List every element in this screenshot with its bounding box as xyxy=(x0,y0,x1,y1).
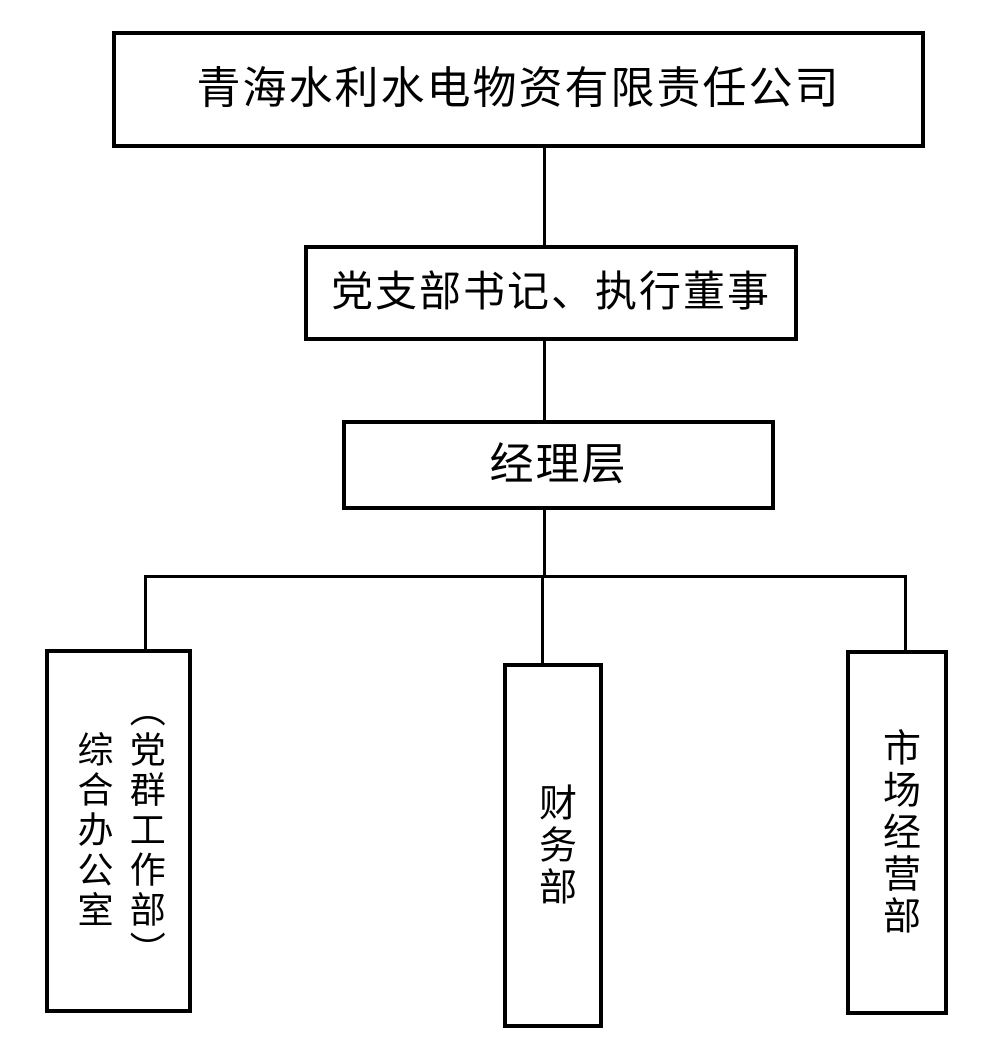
edge-company-to-secretary xyxy=(543,148,546,247)
node-management-label: 经理层 xyxy=(489,439,628,489)
node-company: 青海水利水电物资有限责任公司 xyxy=(112,31,925,148)
node-secretary-director-label: 党支部书记、执行董事 xyxy=(330,269,771,316)
node-general-office-label: （党群工作部） 综合办公室 xyxy=(66,691,170,971)
node-secretary-director: 党支部书记、执行董事 xyxy=(304,245,798,341)
node-finance: 财务部 xyxy=(503,663,603,1028)
edge-secretary-to-management xyxy=(543,339,546,422)
node-general-office-label-main: 综合办公室 xyxy=(72,731,113,931)
edge-rail-to-market xyxy=(904,575,907,652)
node-market: 市场经营部 xyxy=(846,650,948,1015)
edge-rail-to-general-office xyxy=(144,575,147,651)
node-finance-label: 财务部 xyxy=(532,782,575,909)
node-management: 经理层 xyxy=(342,420,775,510)
node-general-office-label-paren: （党群工作部） xyxy=(124,691,165,971)
edge-horizontal-rail xyxy=(144,575,907,578)
node-general-office: （党群工作部） 综合办公室 xyxy=(45,649,192,1013)
node-market-label: 市场经营部 xyxy=(876,727,919,938)
edge-management-to-rail xyxy=(543,508,546,577)
edge-rail-to-finance xyxy=(541,575,544,665)
node-company-label: 青海水利水电物资有限责任公司 xyxy=(196,64,841,114)
